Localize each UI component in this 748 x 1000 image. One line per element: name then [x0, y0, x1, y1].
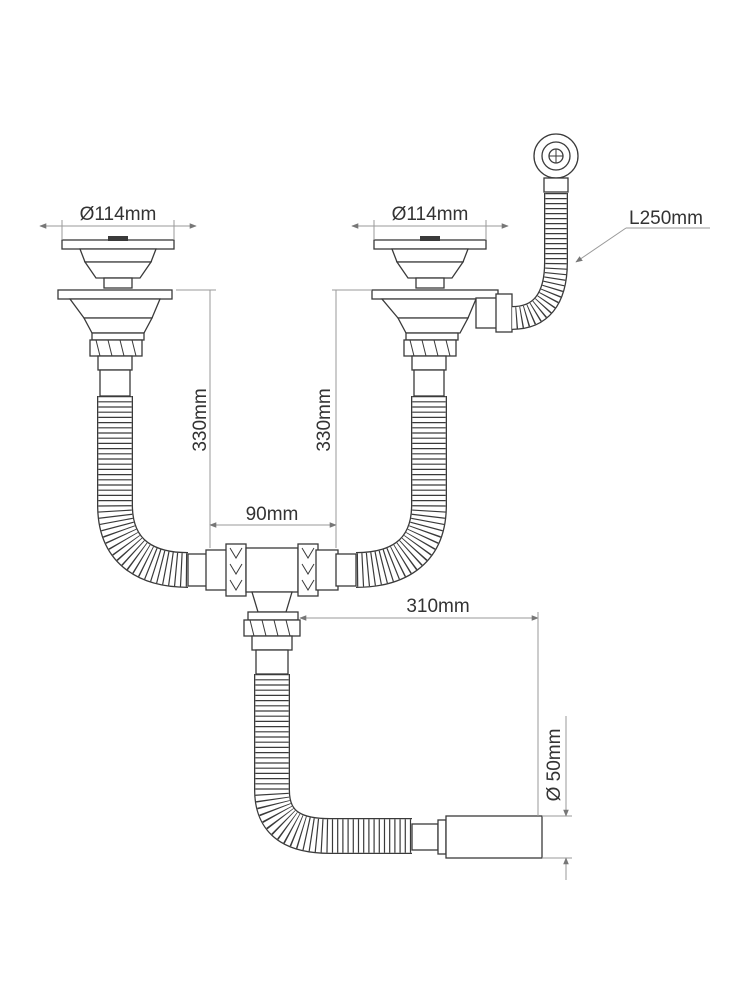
- left-diameter-label: Ø114mm: [80, 204, 157, 225]
- dim-left-height: 330mm: [176, 289, 216, 528]
- outlet-adapter: [411, 815, 543, 859]
- outlet-diameter-label: Ø 50mm: [544, 729, 565, 802]
- dim-left-diameter: Ø114mm: [39, 204, 197, 240]
- dim-tee-spacing: 90mm: [209, 504, 337, 548]
- outlet-length-label: 310mm: [406, 596, 469, 617]
- dim-right-height: 330mm: [314, 289, 372, 528]
- overflow-outlet: [533, 133, 579, 193]
- overflow-length-label: L250mm: [629, 208, 703, 229]
- dim-outlet-length: 310mm: [299, 596, 539, 816]
- left-strainer: [57, 236, 175, 397]
- right-height-label: 330mm: [314, 388, 335, 451]
- dim-overflow-length: L250mm: [575, 208, 710, 263]
- tee-spacing-label: 90mm: [246, 504, 299, 525]
- right-diameter-label: Ø114mm: [392, 204, 469, 225]
- dim-right-diameter: Ø114mm: [351, 204, 509, 240]
- tee-connector: [187, 543, 357, 675]
- left-height-label: 330mm: [190, 388, 211, 451]
- dim-outlet-diameter: Ø 50mm: [542, 716, 572, 880]
- right-strainer: [371, 236, 513, 397]
